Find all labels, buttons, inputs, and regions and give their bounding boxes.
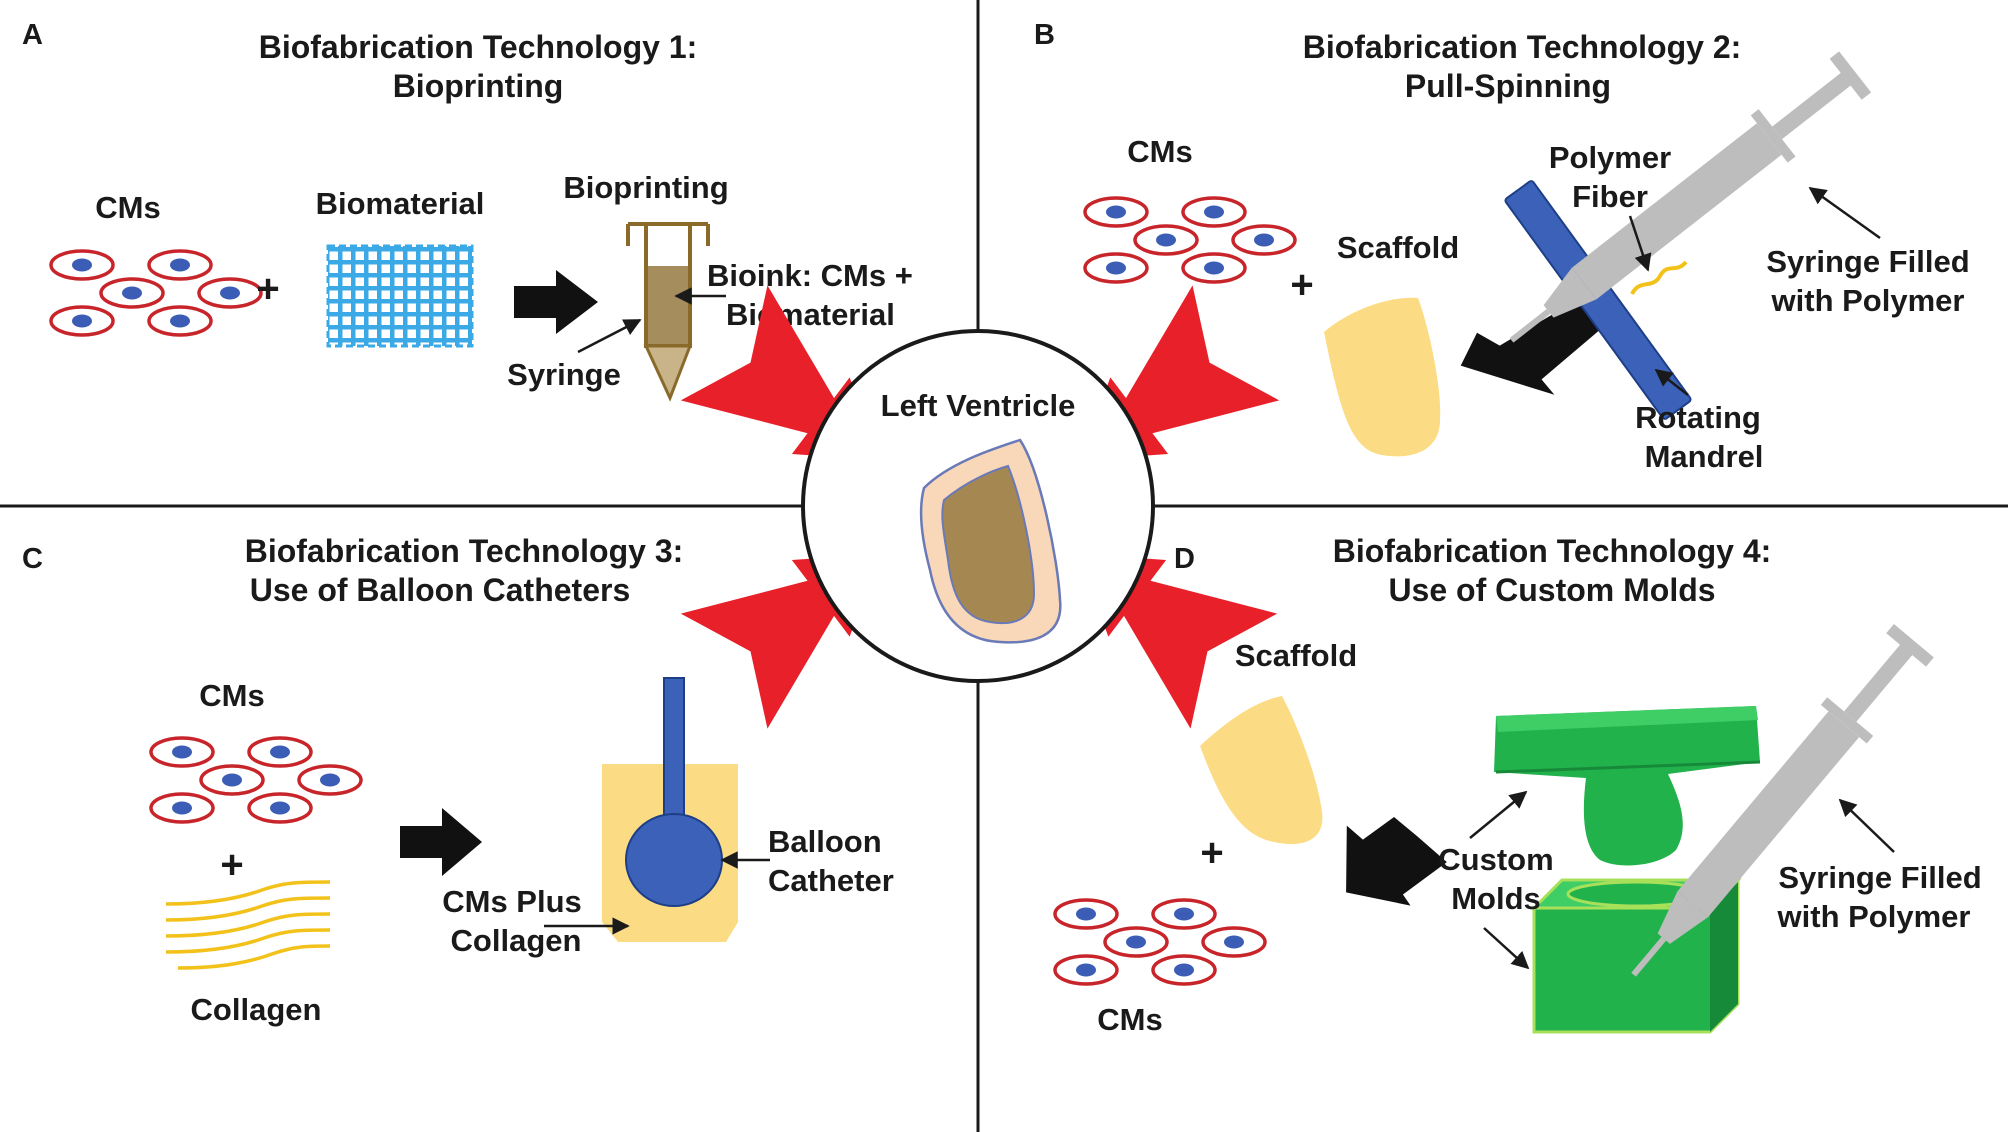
panel-letter-b: B xyxy=(1034,19,1055,51)
mandrel-pointer xyxy=(1654,368,1689,396)
panel-d: D Biofabrication Technology 4: Use of Cu… xyxy=(1055,533,1982,1037)
process-arrow xyxy=(1346,817,1447,906)
panel-d-syringe-line2: with Polymer xyxy=(1777,899,1971,934)
panel-a-title-line1: Biofabrication Technology 1: xyxy=(259,29,698,65)
bioprinting-syringe xyxy=(626,222,710,402)
panel-a-cms-label: CMs xyxy=(95,190,160,225)
panel-b-title-line1: Biofabrication Technology 2: xyxy=(1303,29,1742,65)
panel-b-polymer-line1: Polymer xyxy=(1549,140,1671,175)
panel-b-syringe-line2: with Polymer xyxy=(1771,283,1965,318)
panel-c-balloon-line2: Catheter xyxy=(768,863,894,898)
cardiomyocyte-cluster xyxy=(51,251,261,335)
plus-sign: + xyxy=(1200,831,1223,875)
panel-d-molds-line2: Molds xyxy=(1451,881,1541,916)
cardiomyocyte-cluster xyxy=(1055,900,1265,984)
panel-letter-c: C xyxy=(22,543,43,575)
panel-b-title-line2: Pull-Spinning xyxy=(1405,68,1611,104)
panel-a-title-line2: Bioprinting xyxy=(393,68,564,104)
panel-a-biomaterial-label: Biomaterial xyxy=(316,186,485,221)
plus-sign: + xyxy=(220,843,243,887)
panel-a: A Biofabrication Technology 1: Bioprinti… xyxy=(22,19,913,402)
panel-a-bioink-line1: Bioink: CMs + xyxy=(707,258,913,293)
ventricle-cavity xyxy=(941,464,1036,625)
syringe-pointer xyxy=(1838,798,1895,853)
catheter-balloon xyxy=(625,813,723,907)
left-ventricle-center: Left Ventricle xyxy=(801,329,1155,683)
panel-c-collagen-label: Collagen xyxy=(191,992,322,1027)
collagen-fibers xyxy=(165,880,331,970)
molds-pointer-bottom xyxy=(1483,927,1530,970)
polymer-fiber xyxy=(1630,260,1688,296)
syringe-pointer xyxy=(1808,186,1881,240)
panel-b: B Biofabrication Technology 2: Pull-Spin… xyxy=(1034,19,1970,474)
panel-b-polymer-line2: Fiber xyxy=(1572,179,1648,214)
left-ventricle-label: Left Ventricle xyxy=(881,388,1076,423)
panel-c-title-line1: Biofabrication Technology 3: xyxy=(245,533,684,569)
ventricle-scaffold xyxy=(1324,297,1441,457)
cardiomyocyte-cluster xyxy=(151,738,361,822)
panel-b-mandrel-line2: Mandrel xyxy=(1645,439,1764,474)
custom-mold-top xyxy=(1494,706,1761,866)
molds-pointer-top xyxy=(1469,790,1528,839)
panel-b-scaffold-label: Scaffold xyxy=(1337,230,1459,265)
catheter-tube xyxy=(663,677,685,829)
panel-d-syringe-line1: Syringe Filled xyxy=(1778,860,1981,895)
panel-d-cms-label: CMs xyxy=(1097,1002,1162,1037)
panel-c-title-line2: Use of Balloon Catheters xyxy=(250,572,631,608)
panel-c: C Biofabrication Technology 3: Use of Ba… xyxy=(22,533,894,1027)
cardiomyocyte-cluster xyxy=(1085,198,1295,282)
panel-b-cms-label: CMs xyxy=(1127,134,1192,169)
panel-c-mix-line1: CMs Plus xyxy=(442,884,582,919)
panel-d-title-line2: Use of Custom Molds xyxy=(1388,572,1715,608)
panel-a-bioprinting-label: Bioprinting xyxy=(563,170,728,205)
panel-c-balloon-line1: Balloon xyxy=(768,824,882,859)
panel-a-bioink-line2: Biomaterial xyxy=(726,297,895,332)
panel-a-syringe-label: Syringe xyxy=(507,357,621,392)
panel-letter-d: D xyxy=(1174,543,1195,575)
process-arrow xyxy=(514,270,598,334)
syringe-pointer xyxy=(577,318,642,354)
panel-b-syringe-line1: Syringe Filled xyxy=(1766,244,1969,279)
panel-letter-a: A xyxy=(22,19,43,51)
panel-d-molds-line1: Custom xyxy=(1438,842,1553,877)
ventricle-scaffold xyxy=(1200,696,1323,845)
biomaterial-mesh xyxy=(326,244,474,348)
fiber-pointer xyxy=(1628,215,1652,272)
plus-sign: + xyxy=(256,267,279,311)
panel-c-mix-line2: Collagen xyxy=(451,923,582,958)
panel-d-title-line1: Biofabrication Technology 4: xyxy=(1333,533,1772,569)
panel-b-mandrel-line1: Rotating xyxy=(1635,400,1761,435)
panel-d-scaffold-label: Scaffold xyxy=(1235,638,1357,673)
plus-sign: + xyxy=(1290,263,1313,307)
rotating-mandrel xyxy=(1504,180,1692,420)
process-arrow xyxy=(400,808,482,876)
panel-c-cms-label: CMs xyxy=(199,678,264,713)
process-arrow xyxy=(1460,297,1607,395)
